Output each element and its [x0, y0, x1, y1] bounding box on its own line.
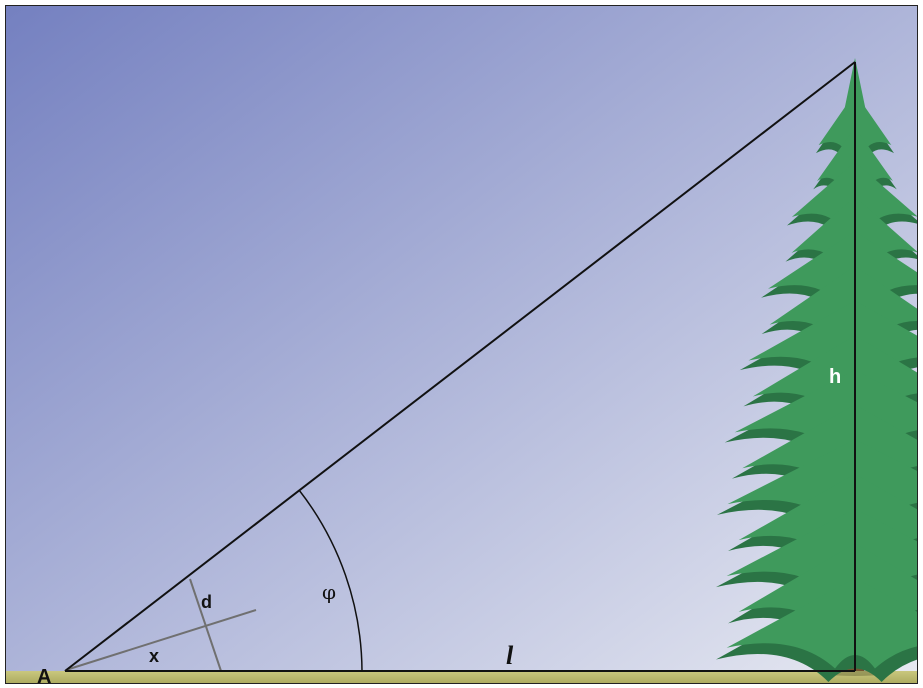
distance-label: l	[506, 641, 514, 670]
angle-x-label: x	[149, 646, 159, 666]
segment-d-label: d	[201, 592, 212, 612]
conifer-tree-icon	[716, 58, 918, 682]
angle-phi-arc	[298, 489, 363, 672]
height-label: h	[829, 366, 841, 388]
hypotenuse-line	[64, 61, 856, 672]
image-frame	[5, 5, 918, 684]
ground-strip	[5, 671, 918, 684]
crossbar-line	[189, 578, 222, 672]
angle-phi-label: φ	[322, 580, 336, 604]
sight-axis-line	[65, 609, 257, 671]
vertex-a-label: A	[37, 666, 51, 688]
